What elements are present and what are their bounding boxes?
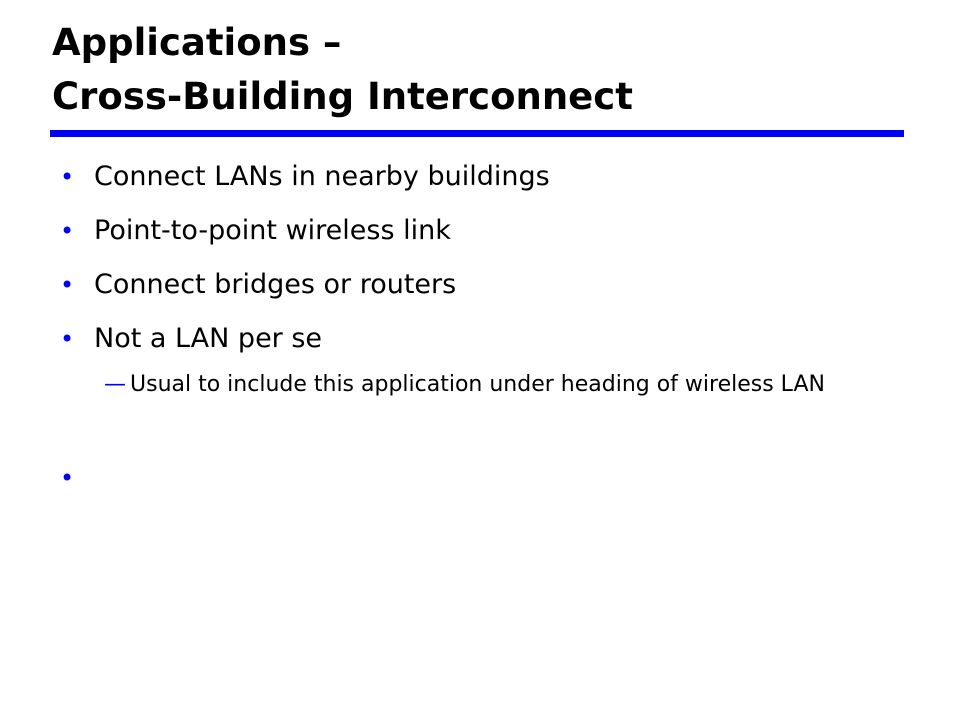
bullet-dot-icon: • <box>60 271 75 299</box>
bullet-text: Point-to-point wireless link <box>94 215 451 246</box>
bullet-text: Not a LAN per se <box>94 323 323 354</box>
bullet-dot-icon: • <box>60 217 75 245</box>
bullet-text: Connect bridges or routers <box>94 269 457 300</box>
bullet-dot-icon: • <box>60 325 75 353</box>
bullet-item: • Point-to-point wireless link <box>60 204 920 258</box>
slide-title: Applications – Cross-Building Interconne… <box>52 16 633 124</box>
bullet-item: • Not a LAN per se <box>60 312 920 366</box>
sub-bullet-item: — Usual to include this application unde… <box>104 370 870 400</box>
bullet-text: Connect LANs in nearby buildings <box>94 161 550 192</box>
slide-title-line-2: Cross-Building Interconnect <box>52 75 633 118</box>
sub-bullet-text: Usual to include this application under … <box>130 372 825 397</box>
bullet-dot-icon: • <box>60 163 75 191</box>
bullet-item: • Connect bridges or routers <box>60 258 920 312</box>
slide-title-line-1: Applications – <box>52 21 342 64</box>
title-underline-rule <box>50 130 904 137</box>
bullet-list: • Connect LANs in nearby buildings • Poi… <box>60 150 920 400</box>
empty-bullet-dot-icon: • <box>60 464 75 492</box>
sub-bullet-dash-icon: — <box>104 372 126 397</box>
bullet-item: • Connect LANs in nearby buildings <box>60 150 920 204</box>
